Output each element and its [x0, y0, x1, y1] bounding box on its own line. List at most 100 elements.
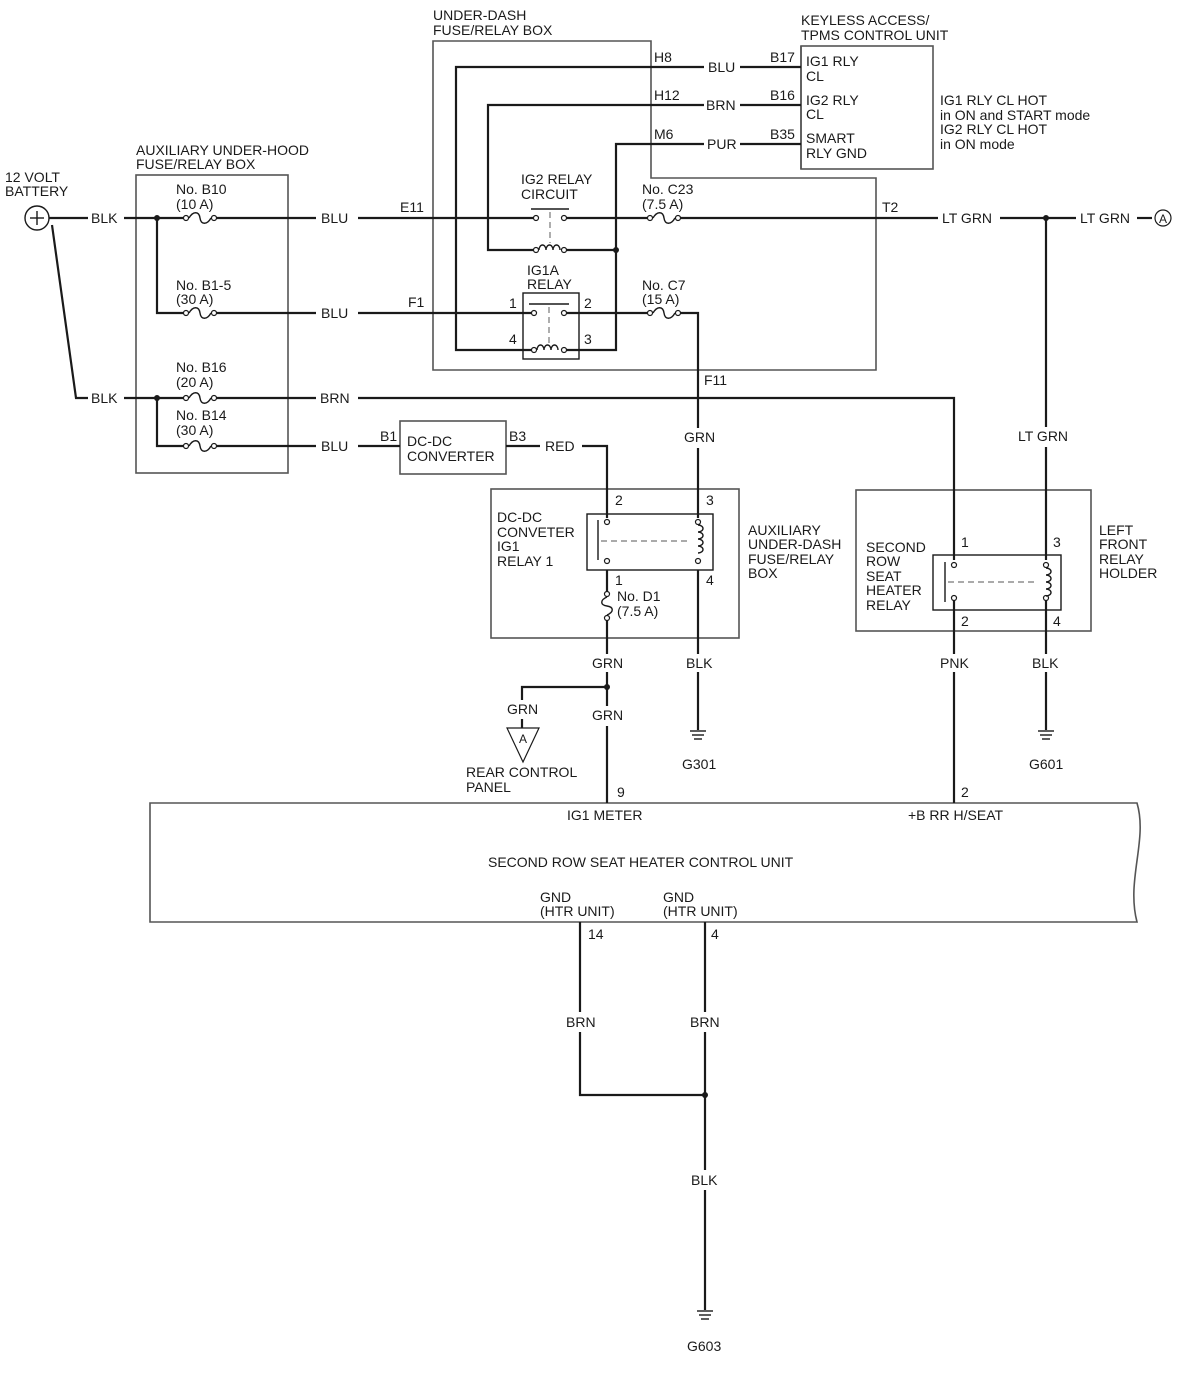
- battery-label: 12 VOLT: [5, 169, 60, 185]
- fuse-label: No. C7: [642, 277, 686, 293]
- wire-label: BLU: [321, 305, 348, 321]
- rear-panel-label: REAR CONTROL: [466, 764, 577, 780]
- wire-label: GRN: [592, 655, 623, 671]
- relay-pin: 3: [584, 331, 592, 347]
- fuse-b10-icon: [182, 212, 218, 224]
- wire-label: BLK: [91, 210, 118, 226]
- keyless-pin-num: B35: [770, 126, 795, 142]
- underdash-fuse-box: [432, 40, 877, 371]
- dcdc-relay-label: CONVETER: [497, 524, 575, 540]
- aux-underhood-label: AUXILIARY UNDER-HOOD: [136, 142, 309, 158]
- fuse-label: No. D1: [617, 588, 661, 604]
- fuse-b15-icon: [182, 307, 218, 319]
- underdash-label: UNDER-DASH: [433, 7, 526, 23]
- keyless-pin-name: IG1 RLY: [806, 53, 859, 69]
- ig2-relay-icon: [531, 208, 569, 254]
- aux-underdash-label: UNDER-DASH: [748, 536, 841, 552]
- wire-c7-down: [680, 311, 700, 428]
- control-unit-pin: 9: [617, 784, 625, 800]
- keyless-label: KEYLESS ACCESS/: [801, 12, 930, 28]
- control-unit-pin-label: +B RR H/SEAT: [908, 807, 1003, 823]
- wire-label: BLK: [91, 390, 118, 406]
- wire-label: LT GRN: [1080, 210, 1130, 226]
- ig1a-relay-icon: [522, 292, 580, 360]
- ig1a-relay-label: RELAY: [527, 276, 573, 292]
- wire-label: BLU: [321, 438, 348, 454]
- aux-underdash-label: AUXILIARY: [748, 522, 822, 538]
- ig2-relay-label: CIRCUIT: [521, 186, 578, 202]
- seat-heater-relay-label: HEATER: [866, 582, 922, 598]
- aux-underdash-label: BOX: [748, 565, 778, 581]
- wire-label: BLK: [686, 655, 713, 671]
- relay-pin: 1: [961, 534, 969, 550]
- keyless-note: in ON mode: [940, 136, 1015, 152]
- seat-heater-relay-label: SEAT: [866, 568, 902, 584]
- wire-h8-blu: [454, 65, 704, 352]
- fuse-label: (7.5 A): [642, 196, 683, 212]
- keyless-pin-name: SMART: [806, 130, 855, 146]
- wire-label: BLK: [1032, 655, 1059, 671]
- keyless-pin-name: CL: [806, 106, 824, 122]
- fuse-b16-icon: [182, 392, 218, 404]
- connector-m6: M6: [654, 126, 674, 142]
- rear-panel-connector-label: A: [519, 732, 527, 746]
- junction-dot: [613, 247, 619, 253]
- left-front-holder-label: FRONT: [1099, 536, 1148, 552]
- offpage-connector-icon: [1154, 209, 1172, 227]
- junction-dot: [604, 684, 610, 690]
- wire-label: BRN: [690, 1014, 720, 1030]
- wire-red-b: [582, 444, 609, 518]
- wire-b14-branch: [155, 398, 184, 448]
- wire-label: GRN: [592, 707, 623, 723]
- wire-gnd14-b: [578, 1032, 705, 1097]
- aux-underdash-label: FUSE/RELAY: [748, 551, 835, 567]
- left-front-holder-label: HOLDER: [1099, 565, 1157, 581]
- connector-b1: B1: [380, 428, 397, 444]
- wire-label: LT GRN: [942, 210, 992, 226]
- relay-pin: 2: [961, 613, 969, 629]
- fuse-label: (7.5 A): [617, 603, 658, 619]
- fuse-label: No. B14: [176, 407, 227, 423]
- ig2-relay-label: IG2 RELAY: [521, 171, 593, 187]
- ground-label: G301: [682, 756, 716, 772]
- connector-h12: H12: [654, 87, 680, 103]
- aux-underhood-label: FUSE/RELAY BOX: [136, 156, 256, 172]
- wire-b15-branch: [155, 218, 184, 315]
- wire-label: BLU: [321, 210, 348, 226]
- wire-brn-b16: [358, 396, 956, 560]
- control-unit-box: [149, 802, 1141, 923]
- seat-heater-relay-icon: [932, 554, 1062, 611]
- ig1a-relay-label: IG1A: [527, 262, 560, 278]
- relay-pin: 4: [509, 331, 517, 347]
- rear-panel-label: PANEL: [466, 779, 511, 795]
- offpage-connector-label: A: [1159, 212, 1167, 226]
- fuse-c23-icon: [646, 212, 682, 224]
- fuse-label: No. B1-5: [176, 277, 231, 293]
- dcdc-relay-icon: [586, 513, 714, 571]
- relay-pin: 2: [615, 492, 623, 508]
- keyless-note: IG1 RLY CL HOT: [940, 92, 1048, 108]
- left-front-relay-holder: [855, 489, 1092, 632]
- keyless-pin-num: B17: [770, 49, 795, 65]
- wire-label: GRN: [684, 429, 715, 445]
- fuse-label: (10 A): [176, 196, 213, 212]
- keyless-pin-name: CL: [806, 68, 824, 84]
- relay-pin: 1: [509, 295, 517, 311]
- control-unit-pin-label: (HTR UNIT): [663, 903, 738, 919]
- left-front-holder-label: RELAY: [1099, 551, 1145, 567]
- ground-g601-icon: [1038, 730, 1054, 740]
- wire-label: BLK: [691, 1172, 718, 1188]
- relay-pin: 4: [1053, 613, 1061, 629]
- seat-heater-relay-label: RELAY: [866, 597, 912, 613]
- fuse-label: (30 A): [176, 422, 213, 438]
- connector-f11: F11: [704, 372, 727, 388]
- wire-label: BLU: [708, 59, 735, 75]
- seat-heater-relay-label: ROW: [866, 553, 901, 569]
- relay-pin: 3: [1053, 534, 1061, 550]
- control-unit-pin: 4: [711, 926, 719, 942]
- relay-pin: 4: [706, 572, 714, 588]
- fuse-label: No. B10: [176, 181, 227, 197]
- dcdc-converter-label: DC-DC: [407, 433, 452, 449]
- rear-panel-connector-icon: [506, 727, 540, 764]
- underdash-label: FUSE/RELAY BOX: [433, 22, 553, 38]
